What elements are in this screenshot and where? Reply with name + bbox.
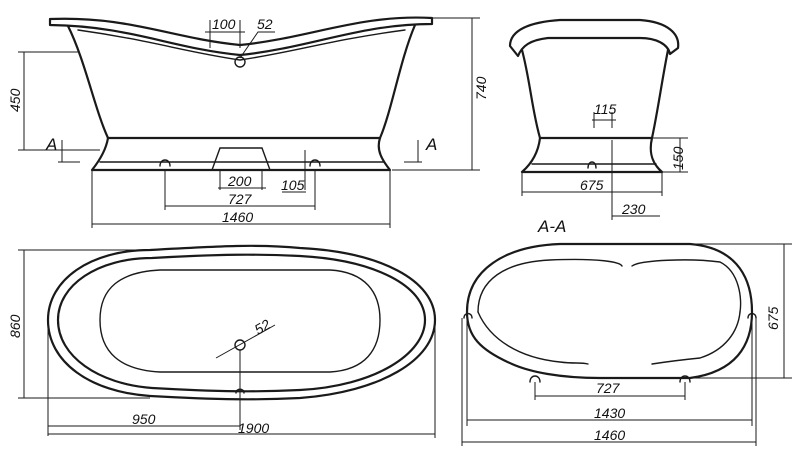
dim-1900-lines [48, 322, 436, 438]
dim-52-side-label: 52 [257, 16, 273, 32]
front-view: 115 150 675 230 [508, 18, 688, 220]
dim-727-sec-lines [534, 382, 686, 400]
top-view: 52 860 950 1900 [7, 244, 437, 438]
section-mark-right: A [425, 135, 437, 154]
side-inner-lip [77, 29, 406, 61]
dim-105-label: 105 [281, 177, 305, 193]
dim-200-lines [218, 170, 266, 190]
side-view: 100 52 740 450 A A 200 105 727 1460 [7, 16, 489, 228]
dim-1460-side-label: 1460 [222, 209, 253, 225]
dim-727-lines [164, 170, 316, 210]
top-outer-rim [46, 244, 437, 401]
front-drain [587, 161, 597, 169]
dim-675-front-lines [521, 172, 663, 196]
section-outer [465, 242, 754, 380]
section-mark-right-line [404, 140, 422, 163]
dim-1460-side-lines [91, 170, 391, 228]
dim-860-lines [18, 249, 150, 399]
dim-1430-lines [466, 318, 753, 426]
top-basin [99, 269, 381, 373]
section-foot-right [679, 375, 691, 383]
dim-860-label: 860 [7, 314, 23, 338]
front-rim [508, 18, 680, 58]
dim-105-lines [282, 150, 306, 193]
dim-1460-sec-label: 1460 [594, 427, 625, 443]
dim-115-lines [592, 112, 616, 128]
section-inner-right [631, 259, 742, 313]
dim-100-label: 100 [212, 16, 236, 32]
dim-740-lines [392, 17, 480, 171]
dim-450-lines [18, 51, 100, 151]
section-basin-right [651, 311, 741, 365]
dim-100-lines [205, 20, 245, 48]
dim-200-label: 200 [227, 173, 252, 189]
dim-727-sec-label: 727 [596, 380, 621, 396]
top-inner-rim [56, 253, 427, 393]
side-waste-cutout [211, 147, 271, 171]
side-rim-outer [48, 16, 434, 57]
dim-150-label: 150 [670, 146, 686, 170]
dim-52-top-leader [215, 324, 276, 359]
side-foot-left [159, 159, 171, 167]
side-foot-right [309, 159, 321, 167]
dim-1430-label: 1430 [594, 405, 625, 421]
side-base [90, 136, 392, 172]
dim-115-label: 115 [594, 101, 617, 117]
side-body [66, 23, 417, 140]
dim-52-leader [239, 31, 275, 59]
section-side-left [463, 312, 473, 319]
section-title: A-A [537, 217, 566, 236]
dim-675-sec-label: 675 [765, 306, 781, 330]
dim-230-label: 230 [621, 201, 646, 217]
dim-950-label: 950 [132, 411, 156, 427]
dim-740-label: 740 [473, 76, 489, 100]
dim-727-side-label: 727 [228, 191, 253, 207]
dim-950-lines [47, 322, 241, 436]
front-base [520, 136, 664, 174]
dim-1900-label: 1900 [238, 420, 269, 436]
dim-150-lines [652, 137, 688, 173]
dim-675-sec-lines [690, 243, 792, 379]
section-side-right [747, 312, 757, 319]
section-mark-left-line [58, 140, 80, 163]
section-inner-left [477, 258, 623, 313]
section-basin-left [477, 311, 589, 365]
dim-230-lines [611, 140, 660, 220]
dim-450-label: 450 [7, 88, 23, 112]
front-body [520, 48, 670, 140]
section-foot-left [529, 375, 541, 383]
dim-1460-sec-lines [461, 318, 757, 446]
section-mark-left: A [45, 135, 57, 154]
side-overflow-hole [234, 56, 246, 68]
dim-52-top-label: 52 [252, 316, 274, 338]
section-view: A-A 675 727 1430 1460 [461, 217, 792, 446]
dim-675-front-label: 675 [580, 177, 604, 193]
